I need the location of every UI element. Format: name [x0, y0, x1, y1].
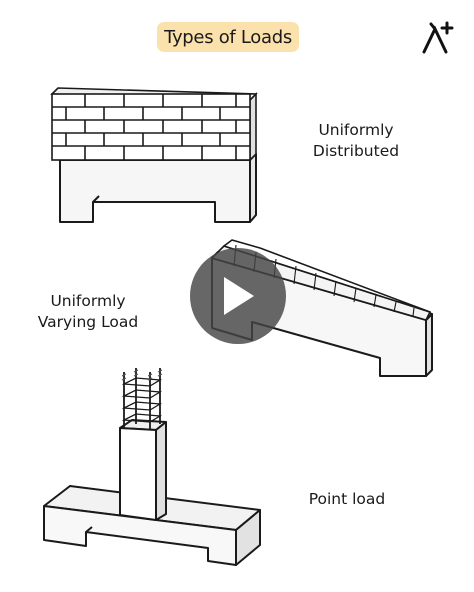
page-title: Types of Loads — [164, 26, 292, 48]
label-point-load: Point load — [292, 489, 402, 510]
udl-beam — [59, 153, 257, 223]
label-uniformly-distributed: Uniformly Distributed — [296, 120, 416, 162]
label-udl-line2: Distributed — [312, 142, 400, 160]
brick-wall — [50, 87, 258, 162]
label-udl-line1: Uniformly — [318, 121, 394, 139]
label-uvl-line1: Uniformly — [50, 292, 126, 310]
title-highlight: Types of Loads — [157, 22, 299, 52]
label-point-text: Point load — [308, 490, 386, 508]
column — [119, 419, 167, 521]
play-button[interactable] — [190, 248, 286, 344]
play-icon — [224, 277, 254, 315]
label-uniformly-varying-load: Uniformly Varying Load — [28, 291, 148, 333]
label-uvl-line2: Varying Load — [37, 313, 139, 331]
rebar-cage — [121, 368, 163, 430]
lambda-plus-logo — [422, 21, 454, 54]
